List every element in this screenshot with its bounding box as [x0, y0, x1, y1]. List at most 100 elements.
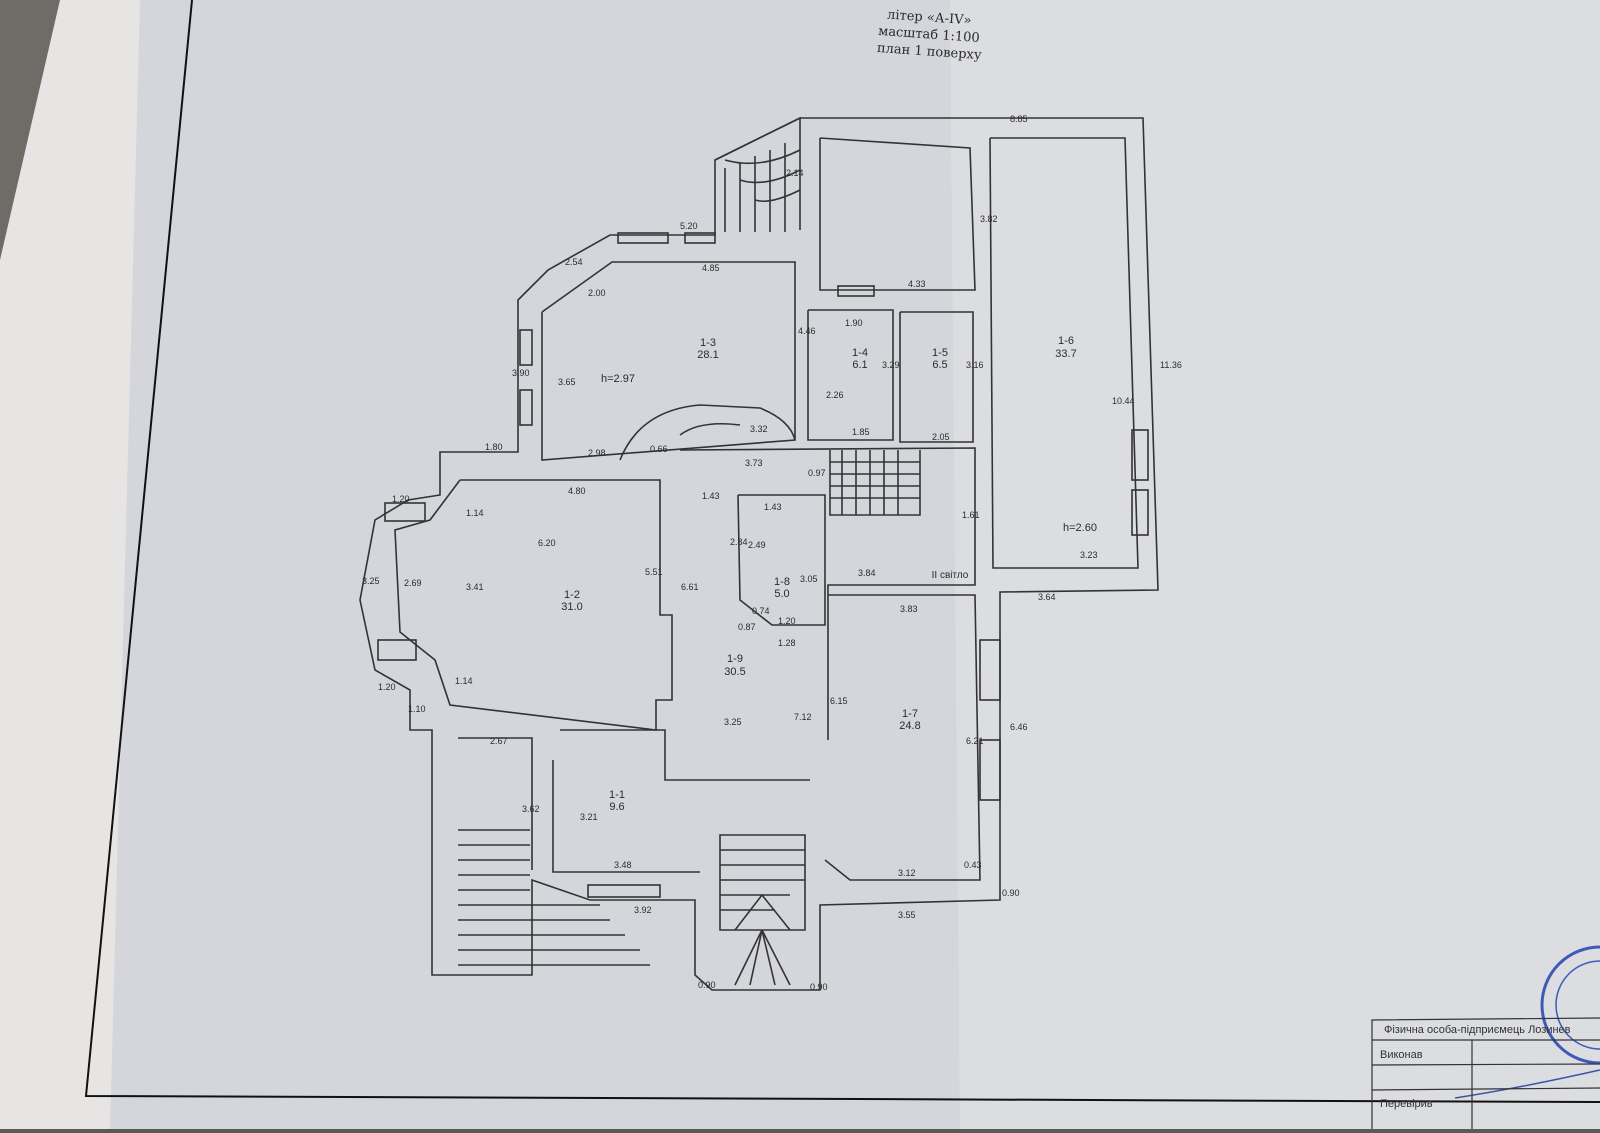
room-1-2-id: 1-2 [564, 589, 580, 601]
dim-label: 3.55 [898, 910, 916, 920]
dim-label: 3.25 [362, 576, 380, 586]
dim-label: 3.84 [858, 568, 876, 578]
dim-label: 6.46 [1010, 722, 1028, 732]
dim-label: 3.62 [522, 804, 540, 814]
dim-label: 6.21 [966, 736, 984, 746]
dim-label: 3.29 [882, 360, 900, 370]
dim-label: 1.28 [778, 638, 796, 648]
room-1-3-id: 1-3 [700, 337, 716, 349]
dim-label: 3.64 [1038, 592, 1056, 602]
room-1-8-area: 5.0 [774, 588, 789, 600]
room-1-3-height: h=2.97 [601, 373, 635, 385]
dim-label: 3.82 [980, 214, 998, 224]
frame-border [84, 0, 1600, 1103]
dim-label: 3.12 [898, 868, 916, 878]
room-1-6-area: 33.7 [1055, 348, 1076, 360]
dim-label: 4.33 [908, 279, 926, 289]
dim-label: 0.74 [752, 606, 770, 616]
dim-label: 3.90 [512, 368, 530, 378]
dim-label: 1.10 [408, 704, 426, 714]
room-1-8-id: 1-8 [774, 576, 790, 588]
sheet-header: літер «А-IV» масштаб 1:100 план 1 поверх… [876, 6, 982, 64]
dim-label: 3.16 [966, 360, 984, 370]
dim-label: 0.43 [964, 860, 982, 870]
room-1-1-id: 1-1 [609, 789, 625, 801]
room-1-4-id: 1-4 [852, 347, 868, 359]
dim-label: 1.20 [378, 682, 396, 692]
dim-label: 1.20 [778, 616, 796, 626]
dim-label: 1.14 [466, 508, 484, 518]
dim-label: 3.65 [558, 377, 576, 387]
room-1-7-id: 1-7 [902, 708, 918, 720]
room-1-3-area: 28.1 [697, 349, 718, 361]
table-corner [0, 0, 60, 260]
dim-label: 2.67 [490, 736, 508, 746]
room-1-4-area: 6.1 [852, 359, 867, 371]
room-1-5-id: 1-5 [932, 347, 948, 359]
dim-label: 4.80 [568, 486, 586, 496]
dim-label: 3.92 [634, 905, 652, 915]
title-block: Фізична особа-підприємець Лозинев Викона… [1370, 1020, 1600, 1129]
dim-label: 6.20 [538, 538, 556, 548]
checked-label: Перевірив [1380, 1098, 1433, 1110]
dim-label: 1.14 [455, 676, 473, 686]
dim-label: 3.25 [724, 717, 742, 727]
room-1-9-id: 1-9 [727, 653, 743, 665]
dim-label: 5.20 [680, 221, 698, 231]
dim-label: 3.32 [750, 424, 768, 434]
dim-label: 2.00 [588, 288, 606, 298]
dim-label: 2.05 [932, 432, 950, 442]
title-block-grid [1371, 1017, 1600, 1129]
dim-label: 10.44 [1112, 396, 1135, 406]
dim-label: 1.61 [962, 510, 980, 520]
dimension-labels: 8.85 5.20 2.54 2.00 4.85 3.82 4.33 1.90 … [362, 114, 1182, 992]
room-1-6-height: h=2.60 [1063, 522, 1097, 534]
dim-label: 5.51 [645, 567, 663, 577]
performer-line: Фізична особа-підприємець Лозинев [1384, 1024, 1571, 1036]
dim-label: 3.83 [900, 604, 918, 614]
dim-label: 11.36 [1160, 360, 1182, 370]
room-1-7-area: 24.8 [899, 720, 920, 732]
dim-label: 0.90 [698, 980, 716, 990]
dim-label: 1.90 [845, 318, 863, 328]
dim-label: 2.54 [565, 257, 583, 267]
dim-label: 3.23 [1080, 550, 1098, 560]
room-1-1-area: 9.6 [609, 801, 624, 813]
dim-label: 0.87 [738, 622, 756, 632]
dim-label: 3.21 [580, 812, 598, 822]
dim-label: 3.73 [745, 458, 763, 468]
room-1-5-area: 6.5 [932, 359, 947, 371]
dim-label: 8.85 [1010, 114, 1028, 124]
dim-label: 1.80 [485, 442, 503, 452]
right-page [950, 0, 1600, 1129]
dim-label: 3.05 [800, 574, 818, 584]
dim-label: 1.43 [702, 491, 720, 501]
room-1-9-area: 30.5 [724, 666, 745, 678]
dim-label: 6.15 [830, 696, 848, 706]
dim-label: 3.48 [614, 860, 632, 870]
dim-label: 2.84 [730, 537, 748, 547]
dim-label: 3.41 [466, 582, 484, 592]
main-page [110, 0, 960, 1129]
dim-label: 1.85 [852, 427, 870, 437]
stamp [1454, 945, 1600, 1099]
light-well-label: II світло [932, 570, 969, 581]
dim-label: 4.85 [702, 263, 720, 273]
room-1-6-id: 1-6 [1058, 335, 1074, 347]
dim-label: 2.26 [826, 390, 844, 400]
dim-label: 1.20 [392, 494, 410, 504]
dim-label: 1.43 [764, 502, 782, 512]
dim-label: 0.90 [810, 982, 828, 992]
dim-label: 4.46 [798, 326, 816, 336]
dim-label: 2.69 [404, 578, 422, 588]
dim-label: 6.61 [681, 582, 699, 592]
left-page [0, 0, 140, 1129]
dim-label: 0.66 [650, 444, 668, 454]
dim-label: 2.98 [588, 448, 606, 458]
dim-label: 0.90 [1002, 888, 1020, 898]
room-labels: 1-1 9.6 1-2 31.0 1-3 28.1 h=2.97 1-4 6.1… [561, 335, 1097, 813]
walls [359, 116, 1159, 991]
dim-label: 2.14 [786, 168, 804, 178]
